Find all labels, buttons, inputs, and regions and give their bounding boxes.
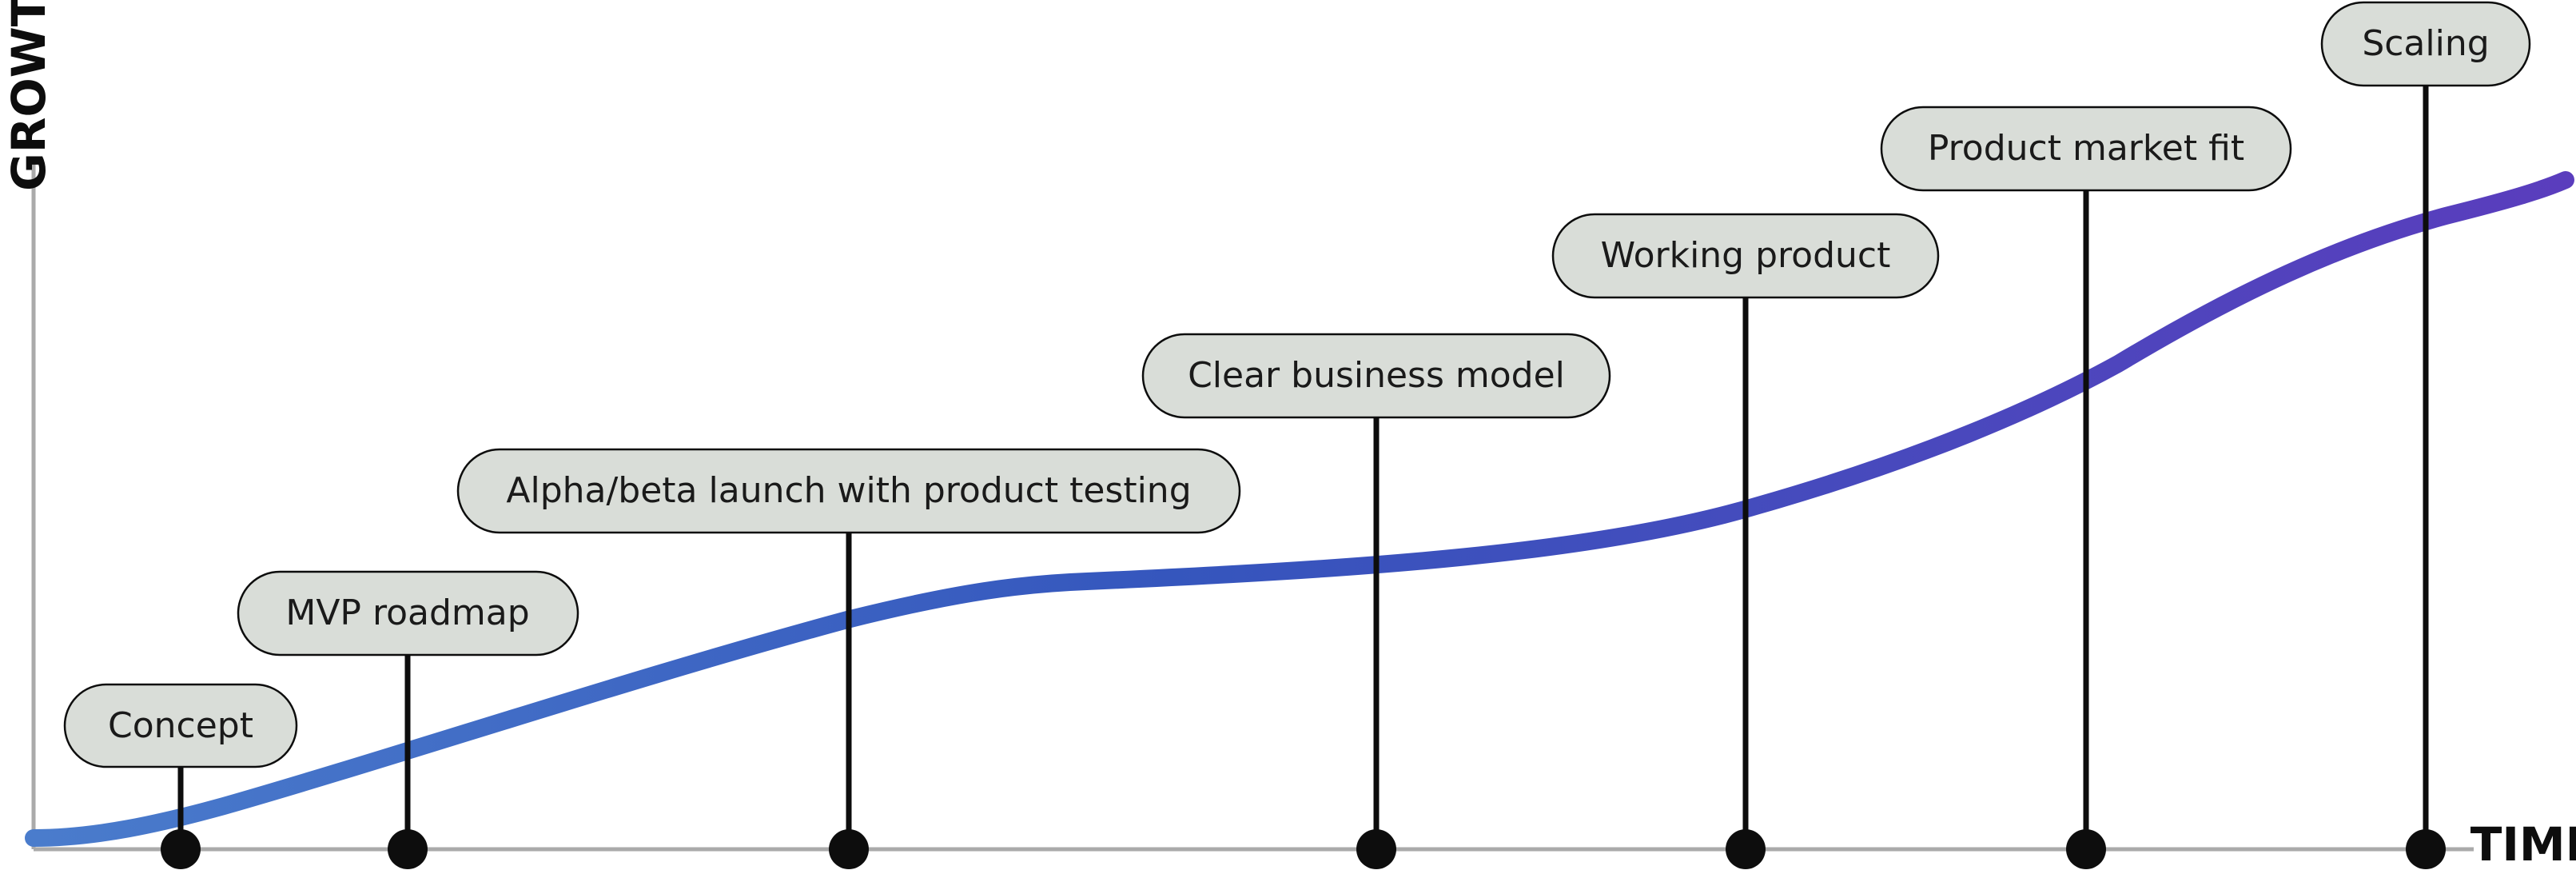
milestone-label: Alpha/beta launch with product testing xyxy=(506,470,1191,511)
milestone-pill xyxy=(2320,1,2531,87)
milestone-node xyxy=(1726,829,1766,869)
milestone-node xyxy=(1356,829,1396,869)
milestone-pill xyxy=(1551,213,1940,299)
milestone-label: Scaling xyxy=(2362,23,2489,64)
milestone-clear-business-model: Clear business model xyxy=(1141,333,1611,869)
milestone-node xyxy=(829,829,869,869)
milestone-mvp-roadmap: MVP roadmap xyxy=(237,570,579,869)
milestone-product-market-fit: Product market fit xyxy=(1880,106,2292,869)
milestone-label: Product market fit xyxy=(1928,128,2244,169)
milestone-node xyxy=(2406,829,2446,869)
milestone-label: Clear business model xyxy=(1188,355,1565,396)
milestone-pill xyxy=(1880,106,2292,192)
milestone-working-product: Working product xyxy=(1551,213,1940,869)
milestone-label: Concept xyxy=(108,705,253,746)
milestone-node xyxy=(2066,829,2106,869)
milestone-label: MVP roadmap xyxy=(285,593,529,633)
milestone-pill xyxy=(456,448,1241,534)
y-axis-title: GROWTH xyxy=(2,0,56,191)
milestone-pill xyxy=(1141,333,1611,419)
milestone-node xyxy=(161,829,201,869)
milestone-alpha-beta-launch: Alpha/beta launch with product testing xyxy=(456,448,1241,869)
milestone-node xyxy=(388,829,428,869)
milestone-scaling: Scaling xyxy=(2320,1,2531,869)
growth-curve xyxy=(25,171,2574,847)
milestone-concept: Concept xyxy=(63,683,298,869)
milestone-label: Working product xyxy=(1601,235,1891,276)
milestone-pill xyxy=(63,683,298,768)
milestone-pill xyxy=(237,570,579,657)
x-axis-title: TIME xyxy=(2470,817,2576,872)
